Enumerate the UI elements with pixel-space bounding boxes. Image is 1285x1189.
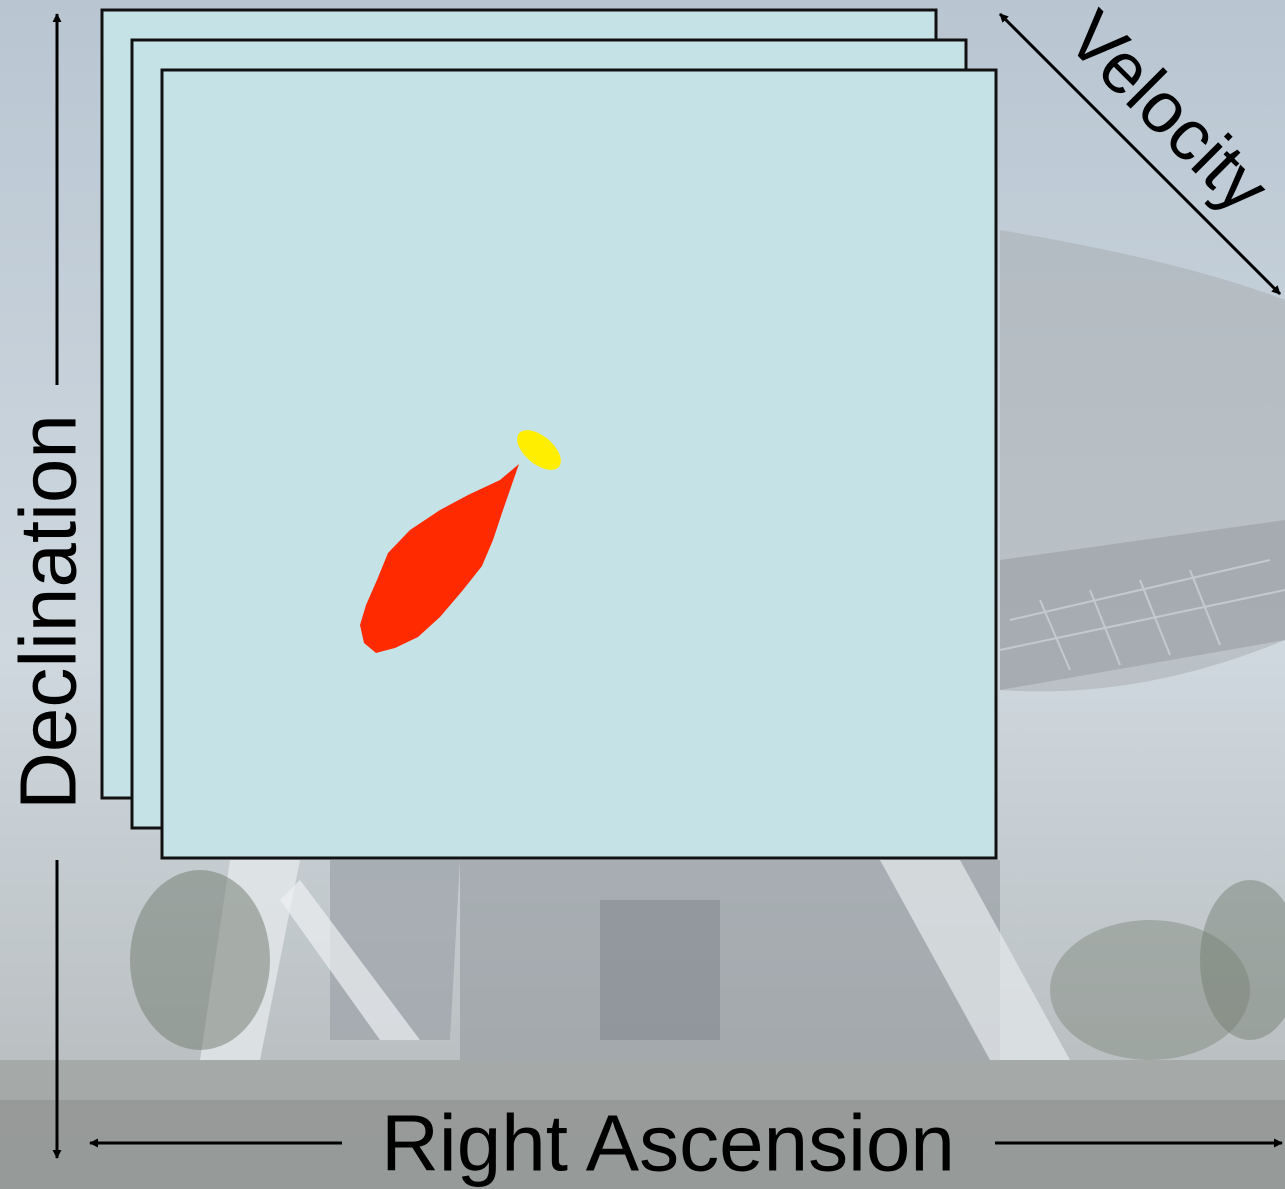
velocity-arrow xyxy=(998,12,1282,296)
channel-panel-front xyxy=(160,68,998,860)
declination-label: Declination xyxy=(4,414,93,810)
emission-yellow-blob xyxy=(517,430,561,470)
right-ascension-label: Right Ascension xyxy=(381,1099,955,1188)
emission-red-blob xyxy=(360,464,519,653)
